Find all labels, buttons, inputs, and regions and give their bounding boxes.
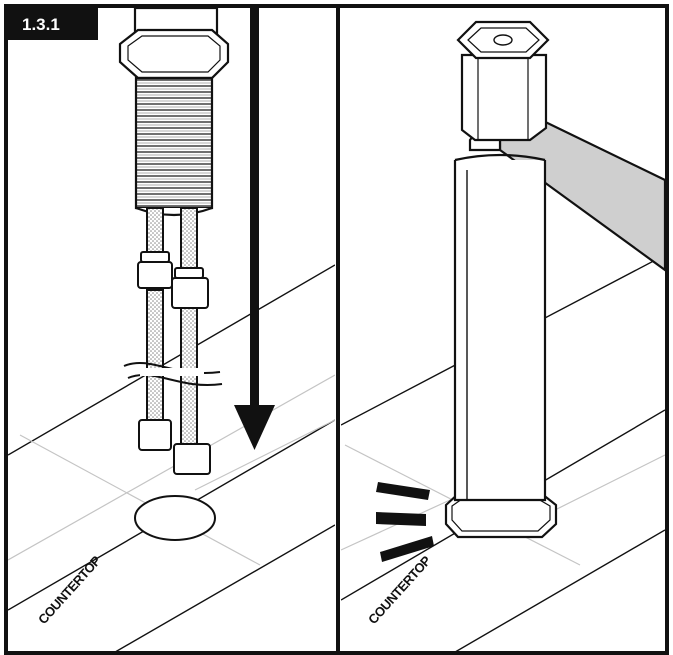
countertop-label: COUNTERTOP [365, 553, 434, 627]
break-line [123, 361, 223, 386]
countertop-grid [8, 374, 335, 566]
mounting-hole [134, 495, 216, 541]
panel-frames [4, 4, 669, 655]
step-number: 1.3.1 [22, 15, 60, 34]
motion-lines [376, 482, 434, 562]
panel-right: COUNTERTOP [341, 20, 665, 651]
down-arrow [234, 8, 275, 450]
faucet-body [444, 20, 558, 539]
step-badge: 1.3.1 [6, 6, 98, 40]
faucet-body [118, 8, 230, 217]
hex-nut [137, 251, 211, 475]
supply-hose [146, 207, 198, 445]
panel-left: COUNTERTOP [8, 8, 335, 651]
countertop-label: COUNTERTOP [35, 553, 104, 627]
